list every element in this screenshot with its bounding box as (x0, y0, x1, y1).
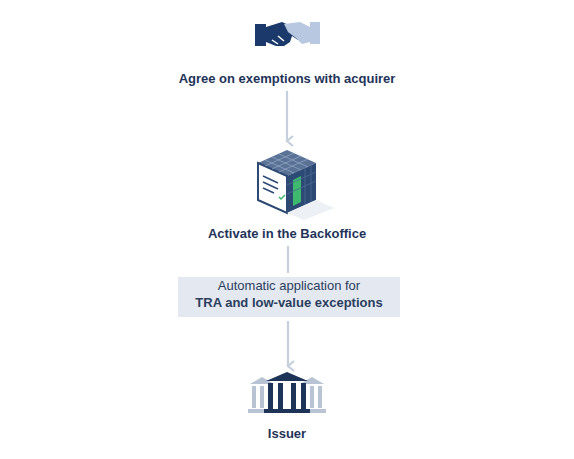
box-text: Automatic application for (188, 277, 390, 294)
bank-icon (248, 372, 326, 413)
step-label: Agree on exemptions with acquirer (174, 70, 401, 87)
step-node: Agree on exemptions with acquirer (174, 14, 401, 87)
box-text: TRA and low-value exceptions (188, 294, 390, 311)
server-icon (258, 150, 334, 220)
connector (287, 321, 289, 366)
connector (286, 91, 288, 141)
handshake-icon (255, 22, 320, 46)
process-box: Automatic application forTRA and low-val… (178, 277, 400, 317)
step-node: Issuer (227, 370, 347, 442)
step-node: Activate in the Backoffice (167, 145, 407, 242)
step-label: Issuer (227, 425, 347, 442)
connector (287, 246, 289, 273)
step-label: Activate in the Backoffice (167, 225, 407, 242)
